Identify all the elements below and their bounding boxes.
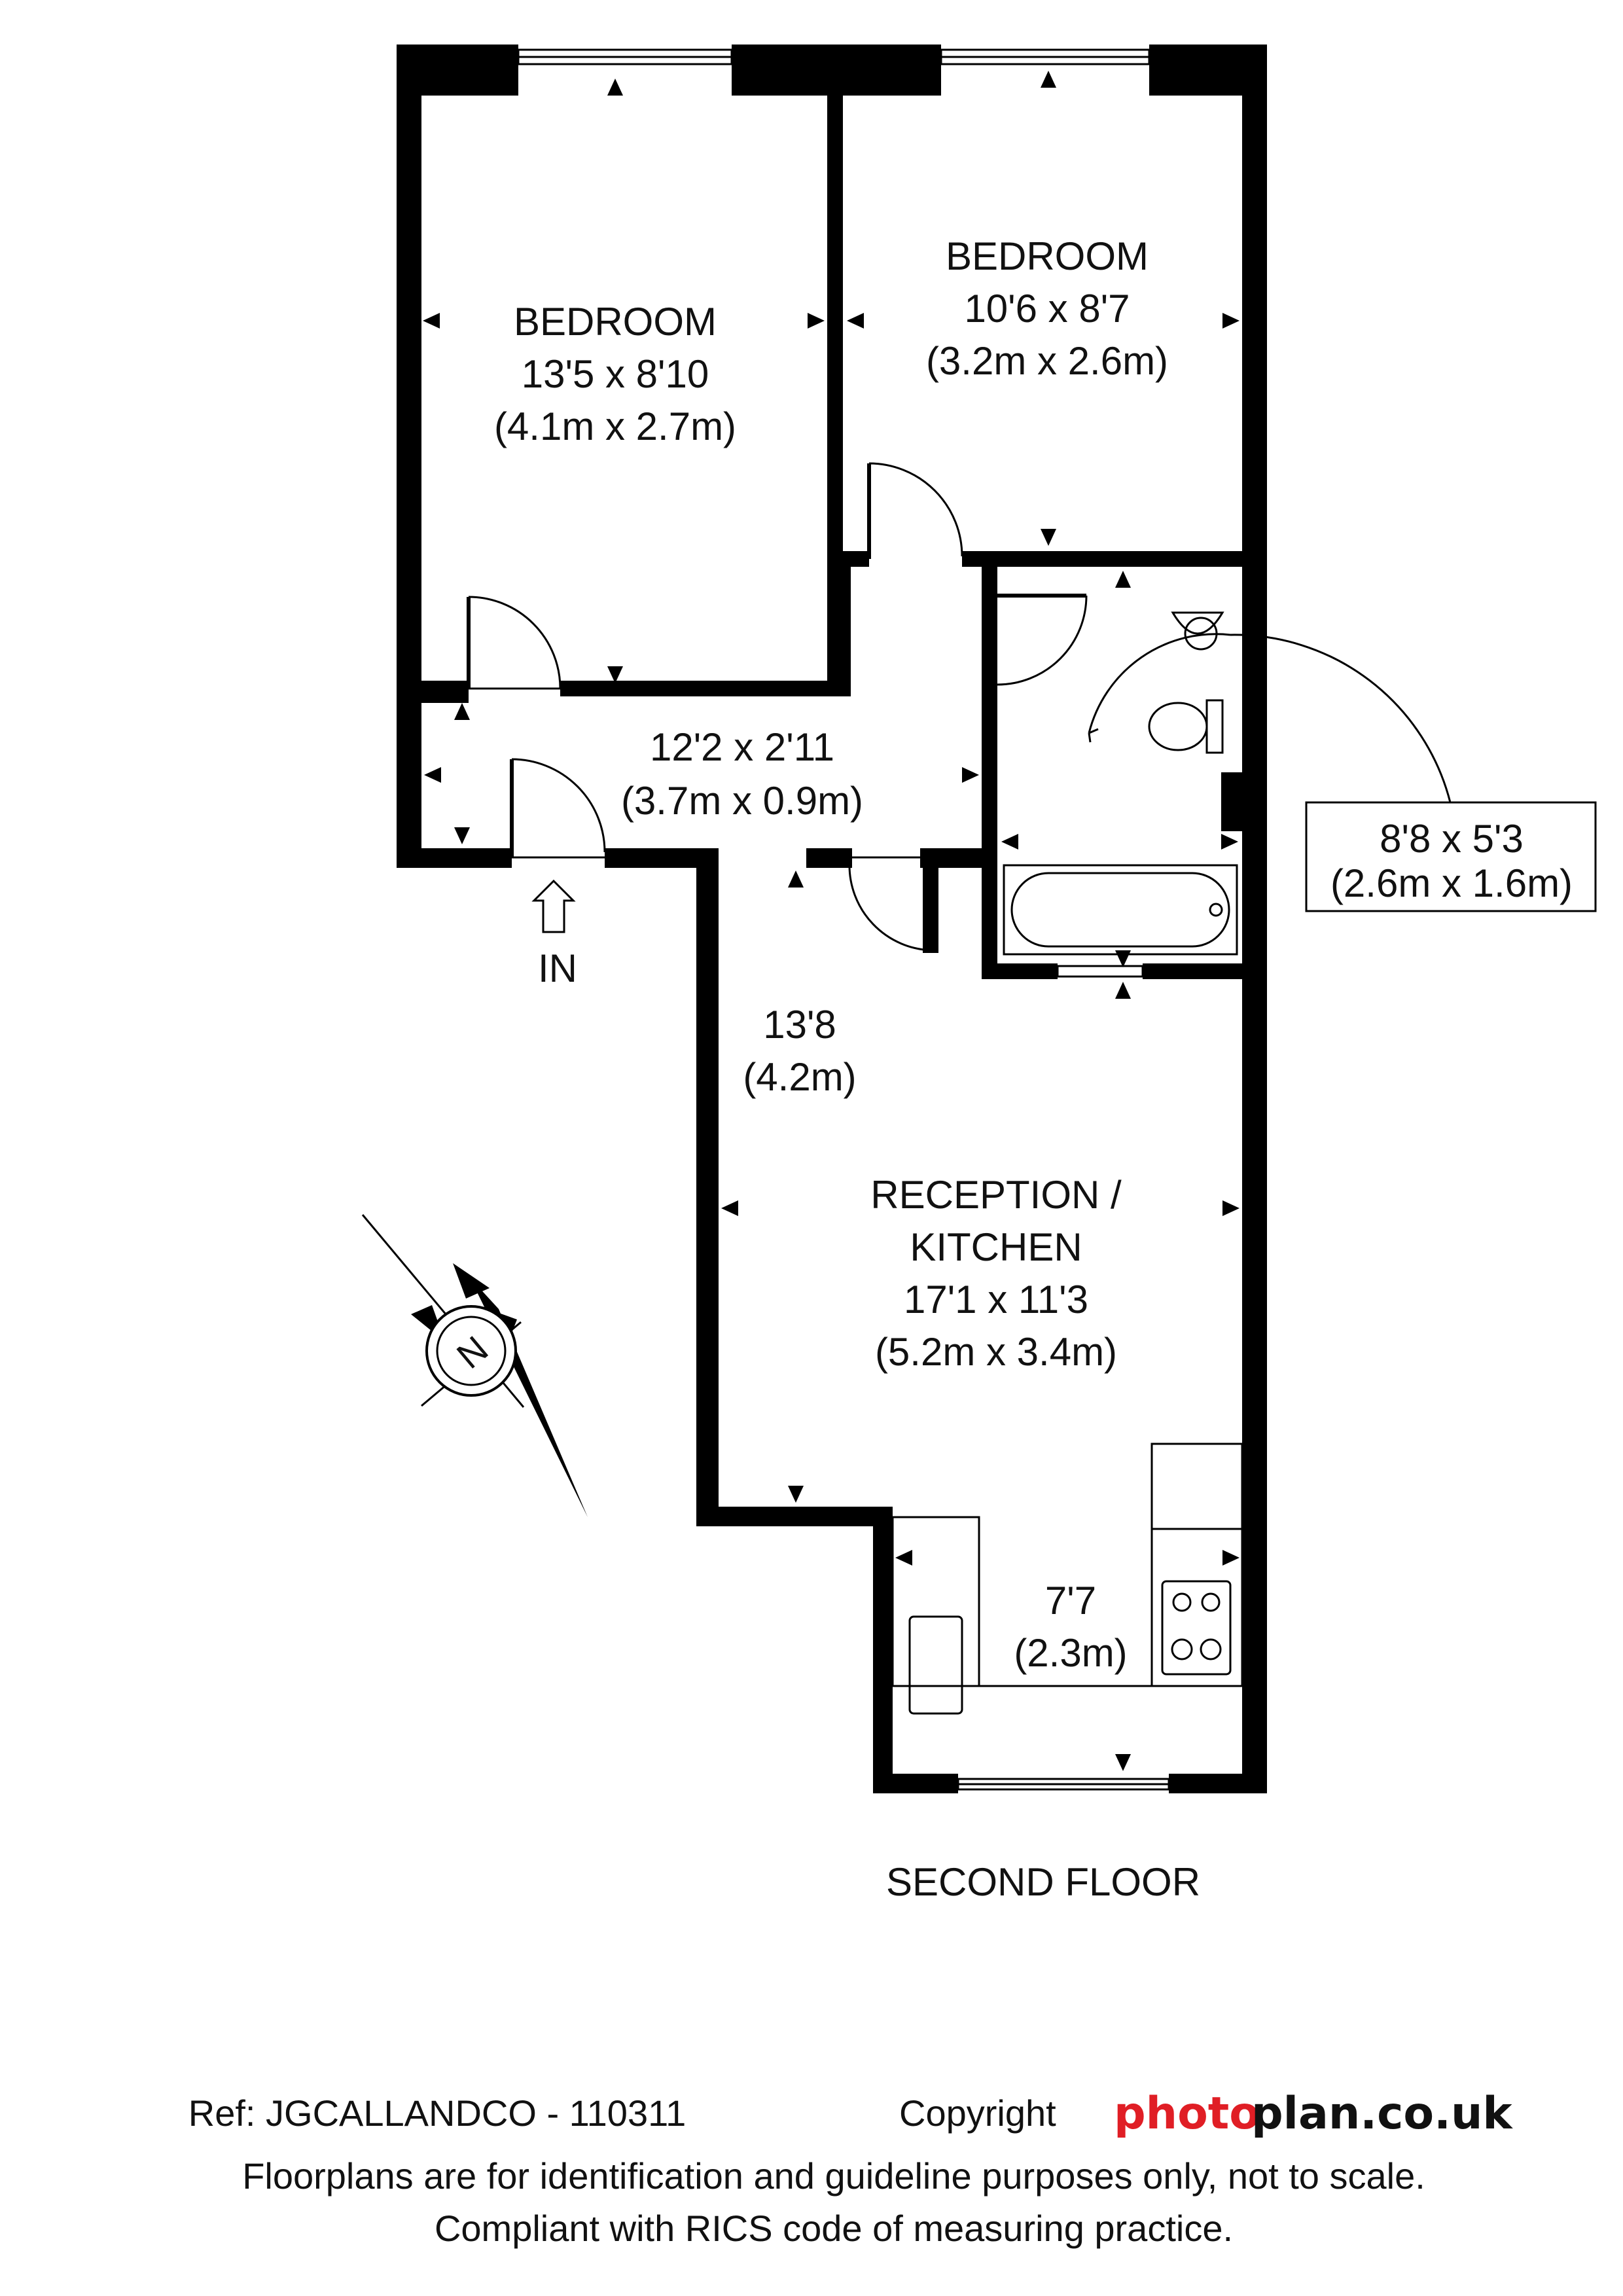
room-metric-hallway: (3.7m x 0.9m) (621, 779, 863, 823)
room-size-reception: 17'1 x 11'3 (904, 1278, 1088, 1321)
dimension-kitchen-width-metric: (2.3m) (1014, 1631, 1127, 1675)
room-size-bedroom-1: 13'5 x 8'10 (522, 352, 709, 396)
dimension-arrows (423, 71, 1240, 1771)
compass-north-icon (361, 1214, 588, 1517)
kitchen-fixtures (891, 1443, 1243, 1715)
dimension-reception-depth-metric: (4.2m) (743, 1055, 856, 1099)
dimension-reception-depth: 13'8 (763, 1003, 836, 1047)
brand-logo-photo: photo (1114, 2088, 1260, 2140)
room-name-reception-line1: RECEPTION / (870, 1173, 1122, 1217)
room-name-bedroom-2: BEDROOM (946, 234, 1149, 278)
room-metric-bedroom-1: (4.1m x 2.7m) (494, 404, 736, 448)
doors (421, 462, 1088, 953)
walls (397, 45, 1267, 1793)
disclaimer-text: Floorplans are for identification and gu… (242, 2155, 1425, 2197)
brand-logo-plan: plan.co.uk (1251, 2088, 1513, 2140)
reference-number: Ref: JGCALLANDCO - 110311 (188, 2092, 686, 2134)
room-labels: BEDROOM 13'5 x 8'10 (4.1m x 2.7m) BEDROO… (449, 234, 1573, 1904)
room-name-reception-line2: KITCHEN (910, 1225, 1082, 1269)
room-size-bathroom: 8'8 x 5'3 (1380, 817, 1524, 861)
room-name-bedroom-1: BEDROOM (514, 300, 717, 344)
room-size-bedroom-2: 10'6 x 8'7 (964, 287, 1130, 331)
entrance-arrow-icon (531, 879, 576, 933)
dimension-kitchen-width: 7'7 (1045, 1579, 1096, 1623)
copyright-text: Copyright (899, 2092, 1056, 2134)
floor-label: SECOND FLOOR (886, 1860, 1200, 1904)
windows (517, 48, 1170, 1791)
room-metric-bathroom: (2.6m x 1.6m) (1330, 861, 1573, 905)
bathroom-dimension-box (1305, 801, 1597, 912)
room-metric-reception: (5.2m x 3.4m) (875, 1330, 1117, 1374)
compliance-text: Compliant with RICS code of measuring pr… (435, 2208, 1233, 2249)
bathroom-fixtures (1003, 611, 1452, 956)
entrance-label: IN (538, 946, 577, 990)
footer: Ref: JGCALLANDCO - 110311 Copyright phot… (188, 2088, 1514, 2249)
room-size-hallway: 12'2 x 2'11 (650, 725, 834, 769)
room-metric-bedroom-2: (3.2m x 2.6m) (926, 339, 1168, 383)
